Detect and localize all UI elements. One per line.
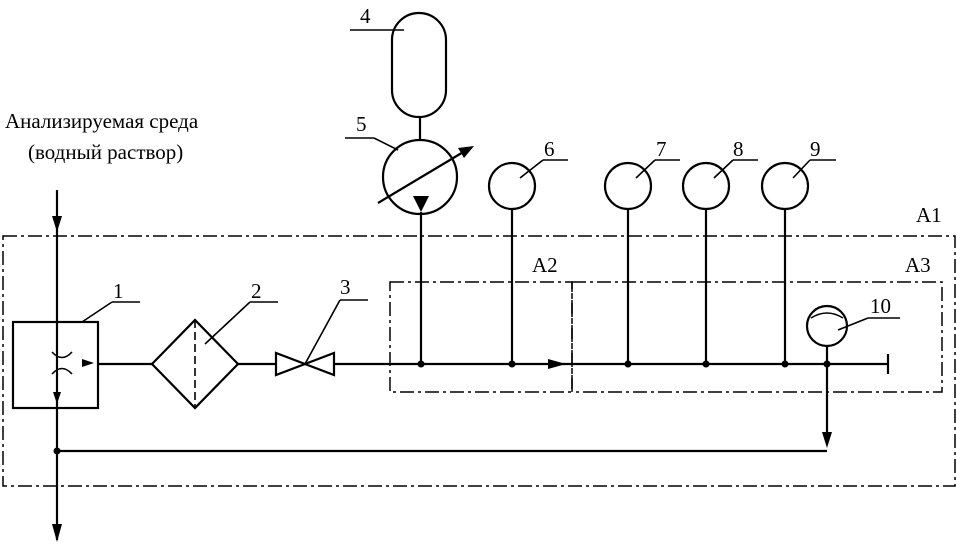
junction-9 [781, 360, 789, 368]
sensor-6 [487, 161, 537, 211]
callout-5-leader [373, 137, 399, 151]
valve-right-half [301, 351, 336, 377]
valve-left-half [274, 351, 309, 377]
callout-8: 8 [733, 137, 744, 161]
pump-adjust-arrow-line [377, 147, 471, 204]
callout-7-leader [635, 159, 656, 179]
pump-outlet-triangle [413, 196, 429, 212]
callout-6-leader [519, 159, 544, 179]
sampler-restrictor-symbol [51, 351, 73, 375]
callout-10: 10 [870, 294, 891, 318]
pump-adjust-arrowhead [458, 146, 474, 158]
callout-3: 3 [340, 275, 351, 299]
label-a3: A3 [905, 253, 931, 277]
medium-label-line1: Анализируемая среда [5, 109, 199, 133]
sampler-down-arrow [53, 392, 61, 404]
junction-7 [624, 360, 632, 368]
inlet-arrow [52, 216, 62, 232]
callout-6: 6 [544, 137, 555, 161]
junction-pump [417, 360, 425, 368]
boundary-a2 [389, 281, 573, 393]
boundary-a3 [571, 281, 943, 393]
flow-meter [805, 304, 849, 348]
return-arrow [822, 432, 832, 448]
callout-2: 2 [251, 279, 262, 303]
callout-1: 1 [113, 279, 124, 303]
label-a1: A1 [916, 203, 942, 227]
boundary-a1 [2, 235, 956, 487]
junction-return [53, 447, 61, 455]
callout-10-leader [837, 317, 869, 331]
callout-7: 7 [656, 137, 667, 161]
flow-arrow [548, 359, 566, 369]
medium-label-line2: (водный раствор) [28, 140, 183, 164]
flow-meter-mark [810, 312, 844, 319]
reagent-tank [390, 11, 448, 119]
junction-6 [508, 360, 516, 368]
callout-1-leader [81, 301, 113, 323]
label-a2: A2 [532, 253, 558, 277]
callout-9-leader [792, 159, 811, 179]
callout-3-leader [304, 299, 341, 365]
sampler-branch-arrow [82, 359, 94, 367]
callout-8-leader [713, 159, 734, 179]
callout-2-leader [204, 301, 251, 345]
callout-9: 9 [810, 137, 821, 161]
junction-8 [702, 360, 710, 368]
outlet-arrow [52, 524, 62, 542]
callout-5: 5 [356, 112, 367, 136]
callout-4: 4 [360, 4, 371, 28]
